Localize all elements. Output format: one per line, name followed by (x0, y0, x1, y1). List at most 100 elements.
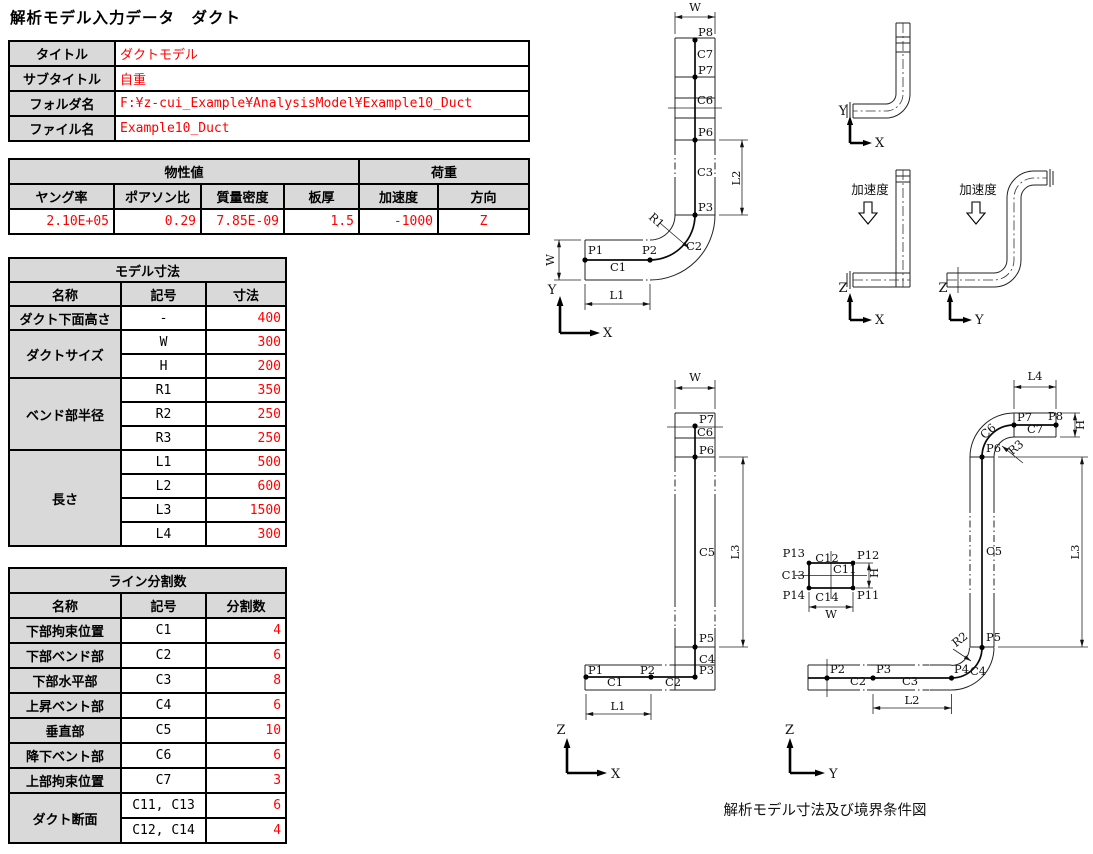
table-row: 降下ベント部 C6 6 (8, 742, 288, 769)
label-cell: 長さ (8, 449, 122, 547)
value-cell: 350 (204, 377, 288, 403)
value-cell: 6 (204, 692, 288, 719)
group-header-cell: 荷重 (358, 158, 531, 185)
dim-label: L2 (905, 693, 920, 707)
dim-label: R1 (646, 210, 667, 231)
dim-label: R2 (949, 629, 970, 650)
table-row: ダクトサイズ W 300 (8, 329, 288, 379)
line-label: C5 (699, 545, 715, 559)
symbol-cell: R1 (120, 377, 207, 403)
label-cell: 上昇ベント部 (8, 692, 122, 719)
line-label: C6 (697, 425, 713, 439)
axis-label: X (875, 136, 885, 151)
duct-centerline (808, 422, 1059, 681)
symbol-cell: L2 (120, 473, 207, 499)
material-load-table: 物性値 荷重 ヤング率 ポアソン比 質量密度 板厚 加速度 方向 2.10E+0… (7, 158, 531, 235)
value-cell: 自重 (114, 65, 530, 92)
table-row: ファイル名 Example10_Duct (8, 115, 530, 142)
table-row: C12, C14 4 (9, 817, 288, 844)
dim-label: W (825, 607, 837, 621)
axis-label: Z (556, 723, 565, 738)
symbol-cell: C4 (120, 692, 207, 719)
symbol-cell: C5 (120, 717, 207, 744)
line-label: C2 (686, 239, 702, 253)
symbol-cell: C1 (120, 617, 207, 644)
duct-centerline (582, 37, 698, 263)
line-label: C1 (610, 260, 626, 274)
label-cell: 下部拘束位置 (8, 617, 122, 644)
dim-label: H (1073, 420, 1087, 430)
corner-nodes (806, 560, 856, 591)
dim-label: L4 (1028, 369, 1043, 383)
label-cell: 降下ベント部 (8, 742, 122, 769)
point-label: P8 (698, 25, 713, 39)
header-cell: 方向 (437, 183, 531, 210)
value-cell: -1000 (358, 208, 440, 235)
symbol-cell: L3 (120, 497, 207, 523)
label-cell: ダクト断面 (8, 792, 122, 844)
labels: P13 C12 P12 C13 C11 H P14 C14 P11 W (782, 546, 881, 621)
point-label: P5 (699, 631, 714, 645)
labels: W P8 C7 P7 C6 P6 C3 L2 P3 R1 C2 P2 P1 C1… (543, 0, 743, 302)
symbol-cell: C12, C14 (120, 817, 207, 844)
table-row: 名称 記号 寸法 (8, 281, 288, 307)
line-label: C6 (977, 421, 998, 442)
line-label: C14 (815, 590, 838, 604)
line-label: C3 (697, 165, 713, 179)
header-cell: 加速度 (358, 183, 440, 210)
label-cell: ベンド部半径 (8, 377, 122, 451)
point-label: P12 (857, 548, 879, 562)
value-cell: 0.29 (113, 208, 202, 235)
table-row: タイトル ダクトモデル (8, 40, 530, 67)
table-row: L2 600 (9, 473, 288, 499)
table-row: 名称 記号 分割数 (8, 592, 288, 619)
symbol-cell: - (120, 305, 207, 331)
point-label: P3 (698, 200, 713, 214)
axis-label: X (603, 326, 613, 341)
label-cell: 下部ベンド部 (8, 642, 122, 669)
dimensions (585, 380, 748, 720)
symbol-cell: C11, C13 (120, 792, 207, 819)
symbol-cell: C3 (120, 667, 207, 694)
value-cell: F:¥z-cui_Example¥AnalysisModel¥Example10… (114, 90, 530, 117)
side-view-figure: Z Y L4 P7 P8 C7 H C6 R3 P6 C5 L3 R2 P5 P… (785, 369, 1088, 782)
value-cell: 4 (204, 617, 288, 644)
value-cell: 4 (204, 817, 288, 844)
figure-caption: 解析モデル寸法及び境界条件図 (723, 803, 927, 819)
view-xy: Y X (838, 22, 911, 151)
table-row: モデル寸法 (7, 257, 288, 283)
duct-outline (807, 412, 1057, 697)
view-zx: 加速度 Z X (838, 169, 911, 328)
symbol-cell: C2 (120, 642, 207, 669)
label-cell: 上部拘束位置 (8, 767, 122, 794)
cross-section-figure: P13 C12 P12 C13 C11 H P14 C14 P11 W (782, 546, 881, 621)
dimensions (554, 12, 748, 310)
centerlines (795, 551, 867, 599)
table-row: 2.10E+05 0.29 7.85E-09 1.5 -1000 Z (8, 208, 531, 235)
value-cell: 250 (204, 425, 288, 451)
dim-label: W (543, 254, 557, 266)
axis-label: Z (938, 281, 947, 296)
axis-label: Y (838, 104, 848, 119)
line-label: C3 (902, 674, 918, 688)
value-cell: 2.10E+05 (8, 208, 115, 235)
symbol-cell: C7 (120, 767, 207, 794)
page-title: 解析モデル入力データ ダクト (10, 10, 242, 27)
line-label: C13 (782, 568, 805, 582)
line-division-table: ライン分割数 名称 記号 分割数 下部拘束位置 C1 4 下部ベンド部 C2 6… (7, 567, 288, 844)
group-header-cell: 物性値 (7, 158, 361, 185)
table-row: L3 1500 (9, 497, 288, 523)
header-cell: 寸法 (204, 281, 288, 307)
line-label: C1 (607, 675, 623, 689)
axis-zy: Z Y (785, 723, 838, 782)
symbol-cell: L1 (120, 449, 207, 475)
label-cell: サブタイトル (8, 65, 116, 92)
axis-label: Y (974, 313, 984, 328)
symbol-cell: R2 (120, 401, 207, 427)
value-cell: ダクトモデル (114, 40, 530, 67)
header-cell: 名称 (8, 281, 122, 307)
dim-label: W (689, 0, 701, 14)
value-cell: 7.85E-09 (200, 208, 285, 235)
point-label: P7 (698, 63, 713, 77)
symbol-cell: W (120, 329, 207, 355)
